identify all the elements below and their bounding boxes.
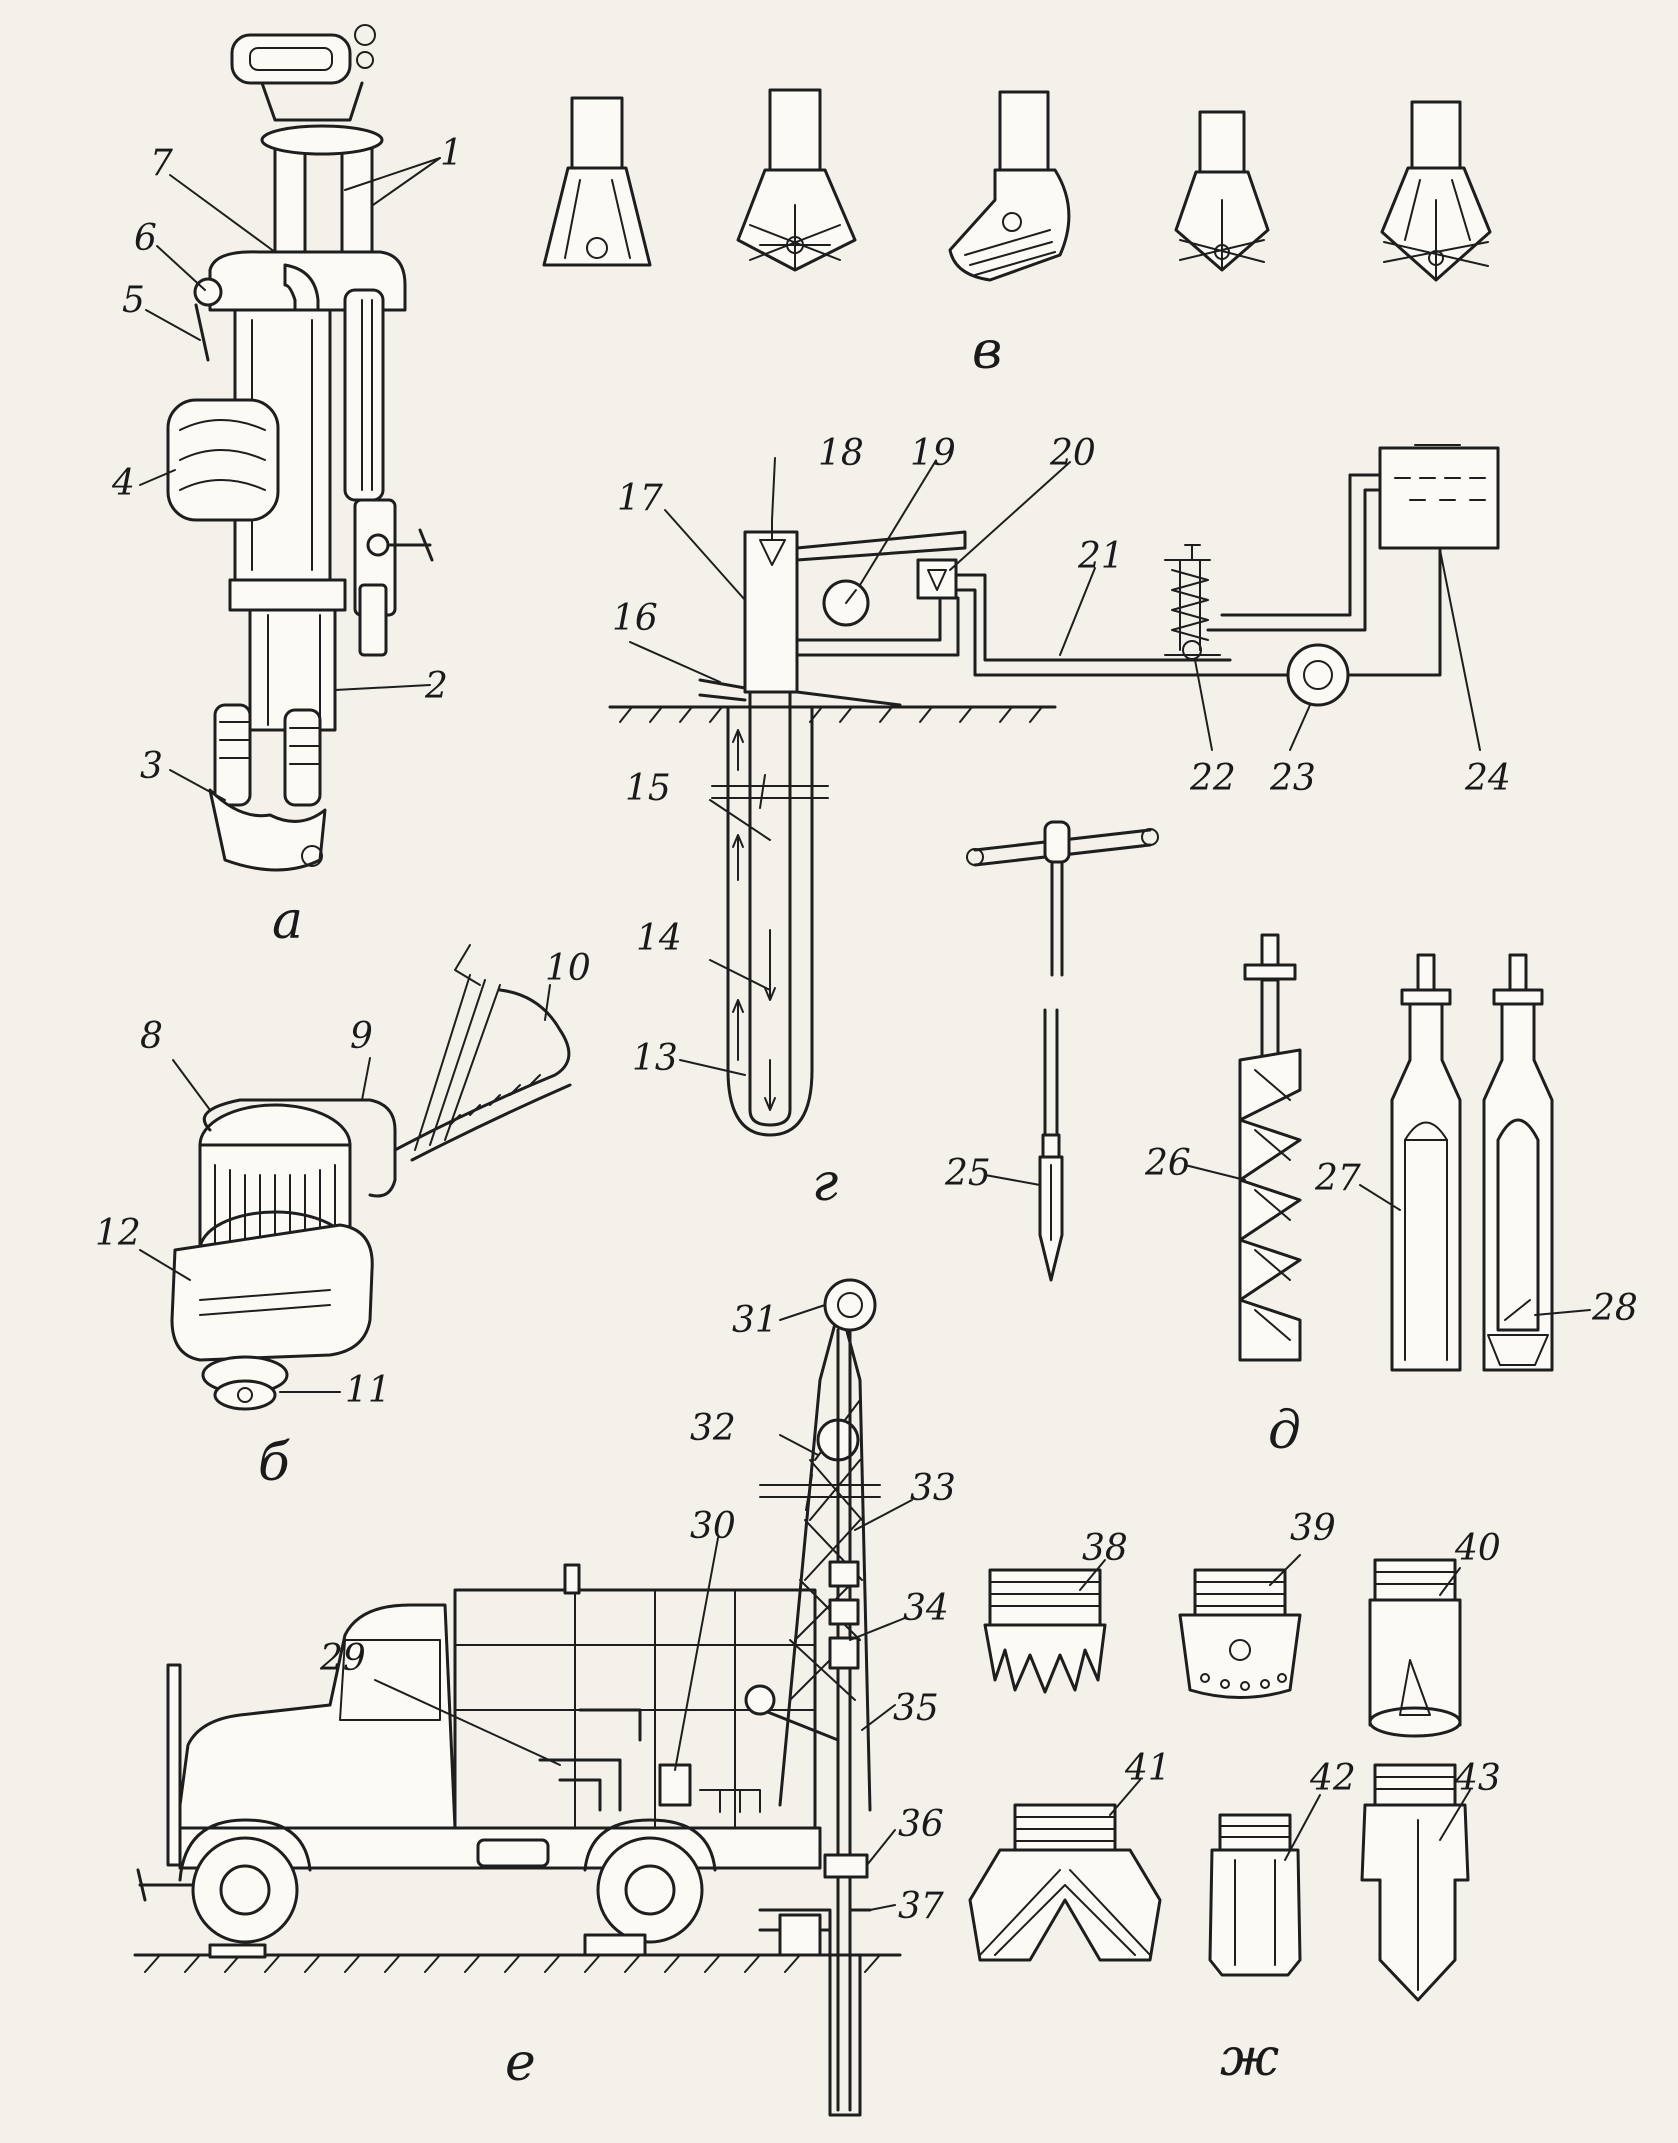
label-29: 29 bbox=[319, 1638, 366, 1679]
label-1: 1 bbox=[440, 133, 463, 174]
label-13: 13 bbox=[632, 1038, 678, 1079]
label-39: 39 bbox=[1290, 1508, 1336, 1549]
label-21: 21 bbox=[1077, 536, 1124, 577]
label-42: 42 bbox=[1309, 1758, 1356, 1799]
label-19: 19 bbox=[910, 433, 956, 474]
label-25: 25 bbox=[944, 1153, 991, 1194]
figure-e-drilling-rig bbox=[133, 1278, 913, 2117]
label-18: 18 bbox=[818, 433, 864, 474]
figure-d-hand-tools bbox=[966, 820, 1591, 1372]
label-24: 24 bbox=[1464, 758, 1511, 799]
label-35: 35 bbox=[893, 1688, 939, 1729]
label-11: 11 bbox=[345, 1370, 391, 1411]
figure-zh-core-bits bbox=[968, 1554, 1471, 2002]
label-2: 2 bbox=[424, 666, 448, 707]
label-30: 30 bbox=[690, 1506, 736, 1547]
label-6: 6 bbox=[134, 218, 157, 259]
label-23: 23 bbox=[1269, 758, 1316, 799]
label-37: 37 bbox=[898, 1886, 944, 1927]
label-7: 7 bbox=[150, 143, 173, 184]
label-38: 38 bbox=[1082, 1528, 1128, 1569]
figure-a-pneumatic-drill bbox=[139, 24, 441, 872]
label-3: 3 bbox=[140, 746, 163, 787]
label-43: 43 bbox=[1454, 1758, 1501, 1799]
label-22: 22 bbox=[1189, 758, 1236, 799]
panel-letter-d: д bbox=[1268, 1401, 1301, 1461]
figure-b-electric-drill bbox=[139, 944, 572, 1411]
panel-letter-e: е bbox=[505, 2033, 536, 2093]
label-41: 41 bbox=[1124, 1748, 1171, 1789]
label-34: 34 bbox=[903, 1588, 949, 1629]
label-28: 28 bbox=[1591, 1288, 1638, 1329]
label-27: 27 bbox=[1314, 1158, 1361, 1199]
figure-v-drill-bits bbox=[542, 88, 1492, 282]
label-4: 4 bbox=[111, 463, 135, 504]
label-12: 12 bbox=[95, 1213, 141, 1254]
panel-letter-a: а bbox=[272, 891, 303, 951]
label-32: 32 bbox=[690, 1408, 736, 1449]
label-33: 33 bbox=[910, 1468, 956, 1509]
label-17: 17 bbox=[617, 478, 663, 519]
label-9: 9 bbox=[350, 1016, 373, 1057]
label-15: 15 bbox=[625, 768, 671, 809]
panel-letter-v: в bbox=[972, 321, 1002, 381]
label-16: 16 bbox=[612, 598, 658, 639]
label-26: 26 bbox=[1144, 1143, 1191, 1184]
label-36: 36 bbox=[898, 1804, 944, 1845]
panel-letter-g: г bbox=[812, 1153, 838, 1213]
label-10: 10 bbox=[545, 948, 591, 989]
label-5: 5 bbox=[122, 280, 145, 321]
label-20: 20 bbox=[1049, 433, 1096, 474]
label-31: 31 bbox=[732, 1300, 778, 1341]
figure-g-borehole-scheme bbox=[608, 444, 1500, 1137]
label-8: 8 bbox=[140, 1016, 163, 1057]
label-14: 14 bbox=[636, 918, 682, 959]
panel-letter-zh: ж bbox=[1220, 2028, 1279, 2088]
panel-letter-b: б bbox=[258, 1433, 290, 1493]
label-40: 40 bbox=[1454, 1528, 1501, 1569]
